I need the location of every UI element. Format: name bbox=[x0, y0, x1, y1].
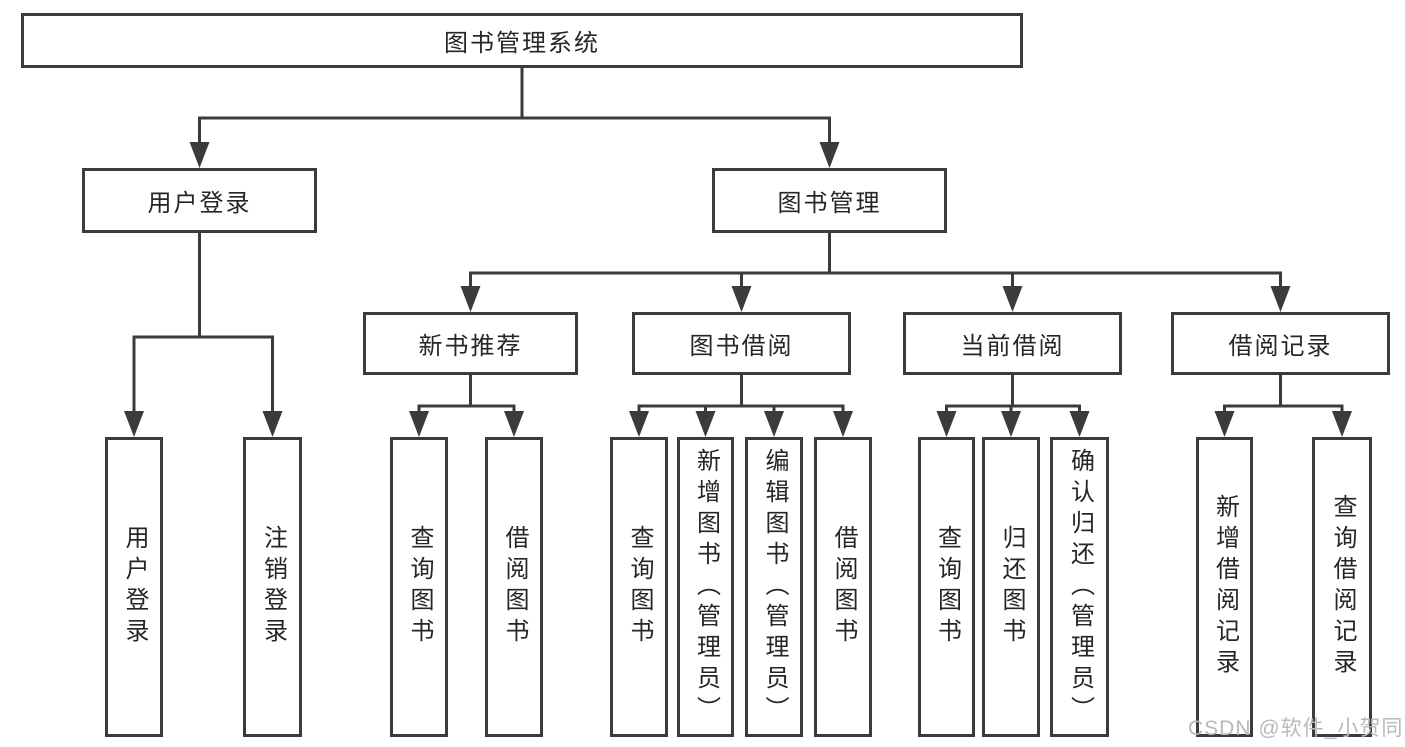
node-cur-query: 查询图书 bbox=[918, 437, 975, 737]
edge-login bbox=[124, 231, 283, 437]
node-label: 查询图书 bbox=[406, 525, 433, 649]
node-newbook: 新书推荐 bbox=[363, 312, 578, 375]
arrowhead-icon bbox=[629, 411, 649, 437]
node-bw-borrow: 借阅图书 bbox=[814, 437, 872, 737]
edge-records bbox=[1214, 373, 1352, 437]
arrowhead-icon bbox=[936, 411, 957, 437]
node-nb-query: 查询图书 bbox=[390, 437, 448, 737]
arrowhead-icon bbox=[833, 411, 853, 437]
arrowhead-icon bbox=[1002, 286, 1023, 312]
arrowhead-icon bbox=[409, 411, 429, 437]
edge-root bbox=[189, 66, 840, 168]
node-label: 图书管理 bbox=[777, 190, 882, 217]
node-nb-borrow: 借阅图书 bbox=[485, 437, 543, 737]
arrowhead-icon bbox=[819, 142, 840, 168]
arrowhead-icon bbox=[504, 411, 524, 437]
arrowhead-icon bbox=[1332, 411, 1352, 437]
node-label: 新增借阅记录 bbox=[1211, 494, 1239, 680]
arrowhead-icon bbox=[124, 411, 144, 437]
node-current: 当前借阅 bbox=[903, 312, 1122, 375]
node-rec-query: 查询借阅记录 bbox=[1312, 437, 1372, 737]
node-label: 注销登录 bbox=[259, 525, 287, 649]
edge-current bbox=[936, 373, 1090, 437]
arrowhead-icon bbox=[731, 286, 752, 312]
node-label: 新增图书（管理员） bbox=[692, 447, 720, 727]
node-cur-return: 归还图书 bbox=[982, 437, 1040, 737]
edge-newbook bbox=[409, 373, 524, 437]
arrowhead-icon bbox=[262, 411, 283, 437]
arrowhead-icon bbox=[460, 286, 481, 312]
node-login: 用户登录 bbox=[82, 168, 317, 233]
node-label: 用户登录 bbox=[147, 190, 252, 217]
node-label: 查询借阅记录 bbox=[1329, 494, 1356, 680]
node-label: 图书管理系统 bbox=[444, 30, 600, 57]
arrowhead-icon bbox=[189, 142, 210, 168]
edge-mgmt bbox=[460, 231, 1291, 312]
node-label: 新书推荐 bbox=[418, 333, 523, 360]
arrowhead-icon bbox=[1001, 411, 1021, 437]
node-logout: 注销登录 bbox=[243, 437, 302, 737]
node-mgmt: 图书管理 bbox=[712, 168, 947, 233]
arrowhead-icon bbox=[1214, 411, 1235, 437]
node-label: 编辑图书（管理员） bbox=[761, 447, 788, 727]
edge-borrow bbox=[629, 373, 853, 437]
node-label: 归还图书 bbox=[998, 525, 1025, 649]
node-label: 确认归还（管理员） bbox=[1066, 447, 1094, 727]
node-bw-edit: 编辑图书（管理员） bbox=[745, 437, 803, 737]
node-root: 图书管理系统 bbox=[21, 13, 1023, 68]
node-rec-add: 新增借阅记录 bbox=[1196, 437, 1253, 737]
node-bw-query: 查询图书 bbox=[610, 437, 668, 737]
node-bw-add: 新增图书（管理员） bbox=[677, 437, 734, 737]
node-user-login: 用户登录 bbox=[105, 437, 163, 737]
watermark: CSDN @软件_小贺同学 bbox=[1188, 717, 1405, 740]
node-label: 借阅图书 bbox=[501, 525, 528, 649]
arrowhead-icon bbox=[1069, 411, 1090, 437]
node-records: 借阅记录 bbox=[1171, 312, 1390, 375]
node-cur-confirm: 确认归还（管理员） bbox=[1050, 437, 1109, 737]
node-label: 用户登录 bbox=[121, 525, 148, 649]
node-label: 当前借阅 bbox=[960, 333, 1065, 360]
node-label: 图书借阅 bbox=[689, 333, 794, 360]
arrowhead-icon bbox=[1270, 286, 1291, 312]
arrowhead-icon bbox=[695, 411, 716, 437]
arrowhead-icon bbox=[764, 411, 784, 437]
node-label: 查询图书 bbox=[626, 525, 653, 649]
node-borrow: 图书借阅 bbox=[632, 312, 851, 375]
node-label: 借阅图书 bbox=[830, 525, 857, 649]
node-label: 借阅记录 bbox=[1228, 333, 1333, 360]
node-label: 查询图书 bbox=[933, 525, 961, 649]
